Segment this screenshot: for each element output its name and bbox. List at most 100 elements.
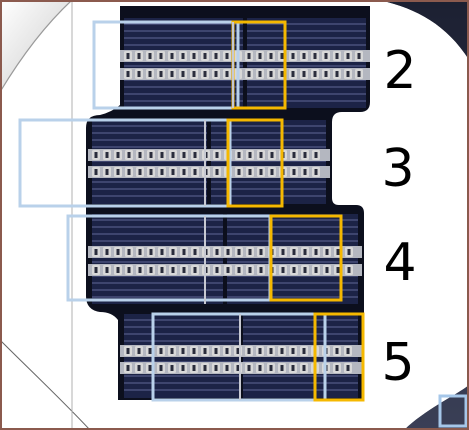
clip-center — [192, 365, 196, 371]
clip-center — [105, 152, 109, 158]
clip-center — [170, 348, 174, 354]
clip-center — [181, 365, 185, 371]
clip-center — [247, 348, 251, 354]
clip-center — [225, 365, 229, 371]
clip-center — [170, 365, 174, 371]
clip-center — [137, 348, 141, 354]
clip-center — [148, 348, 152, 354]
clip-center — [347, 267, 351, 273]
clip-center — [269, 53, 273, 59]
clip-center — [248, 152, 252, 158]
clip-center — [193, 169, 197, 175]
right-backdrop — [378, 0, 469, 430]
panel-cell — [92, 120, 207, 204]
clip-center — [214, 365, 218, 371]
clip-center — [292, 267, 296, 273]
clip-center — [335, 365, 339, 371]
blue-selection-box — [92, 20, 240, 110]
clip-center — [171, 152, 175, 158]
clip-center — [138, 152, 142, 158]
clip-center — [148, 53, 152, 59]
orange-selection-box — [226, 118, 284, 208]
clip-center — [292, 152, 296, 158]
clip-center — [149, 152, 153, 158]
clip-center — [215, 152, 219, 158]
clip-center — [357, 71, 361, 77]
clip-center — [127, 152, 131, 158]
clip-center — [302, 71, 306, 77]
clip-center — [335, 53, 339, 59]
corner-curve-top-left — [0, 0, 73, 93]
clip-center — [313, 53, 317, 59]
clip-center — [258, 53, 262, 59]
clip-center — [181, 53, 185, 59]
clip-center — [160, 169, 164, 175]
row-label-4: 4 — [383, 233, 416, 293]
clip-center — [148, 71, 152, 77]
clip-center — [248, 249, 252, 255]
clip-center — [192, 348, 196, 354]
clip-center — [127, 169, 131, 175]
clip-center — [149, 249, 153, 255]
clip-center — [149, 169, 153, 175]
clip-center — [281, 267, 285, 273]
clip-center — [226, 249, 230, 255]
clip-center — [270, 152, 274, 158]
clip-center — [247, 365, 251, 371]
clip-center — [181, 348, 185, 354]
orange-selection-box — [313, 312, 365, 402]
clip-center — [346, 348, 350, 354]
clip-center — [214, 348, 218, 354]
clip-center — [171, 169, 175, 175]
clip-center — [336, 267, 340, 273]
clip-center — [105, 267, 109, 273]
panel-cell — [124, 18, 243, 108]
row-label-2: 2 — [383, 41, 416, 101]
clip-center — [303, 169, 307, 175]
clip-center — [237, 152, 241, 158]
clip-center — [346, 53, 350, 59]
clip-center — [269, 365, 273, 371]
clip-center — [116, 152, 120, 158]
clip-center — [292, 169, 296, 175]
clip-center — [148, 365, 152, 371]
clip-center — [281, 249, 285, 255]
clip-center — [302, 365, 306, 371]
clip-center — [182, 267, 186, 273]
clip-center — [94, 249, 98, 255]
panel-cell — [227, 214, 358, 304]
clip-center — [94, 152, 98, 158]
clip-center — [237, 249, 241, 255]
clip-center — [291, 53, 295, 59]
orange-selection-box — [269, 214, 343, 302]
clip-center — [259, 249, 263, 255]
clip-center — [215, 169, 219, 175]
clip-center — [193, 267, 197, 273]
clip-center — [138, 169, 142, 175]
clip-center — [259, 169, 263, 175]
clip-center — [138, 267, 142, 273]
clip-center — [357, 53, 361, 59]
clip-center — [280, 348, 284, 354]
clip-center — [226, 267, 230, 273]
clip-center — [335, 348, 339, 354]
clip-center — [258, 365, 262, 371]
clip-center — [314, 267, 318, 273]
clip-center — [182, 152, 186, 158]
clip-center — [236, 365, 240, 371]
clip-center — [225, 71, 229, 77]
clip-center — [214, 53, 218, 59]
clip-center — [248, 267, 252, 273]
clip-center — [181, 71, 185, 77]
clip-center — [280, 53, 284, 59]
clip-center — [259, 152, 263, 158]
clip-center — [346, 71, 350, 77]
clip-center — [170, 71, 174, 77]
clip-center — [193, 249, 197, 255]
clip-center — [225, 53, 229, 59]
clip-center — [336, 249, 340, 255]
clip-center — [270, 169, 274, 175]
clip-center — [291, 365, 295, 371]
